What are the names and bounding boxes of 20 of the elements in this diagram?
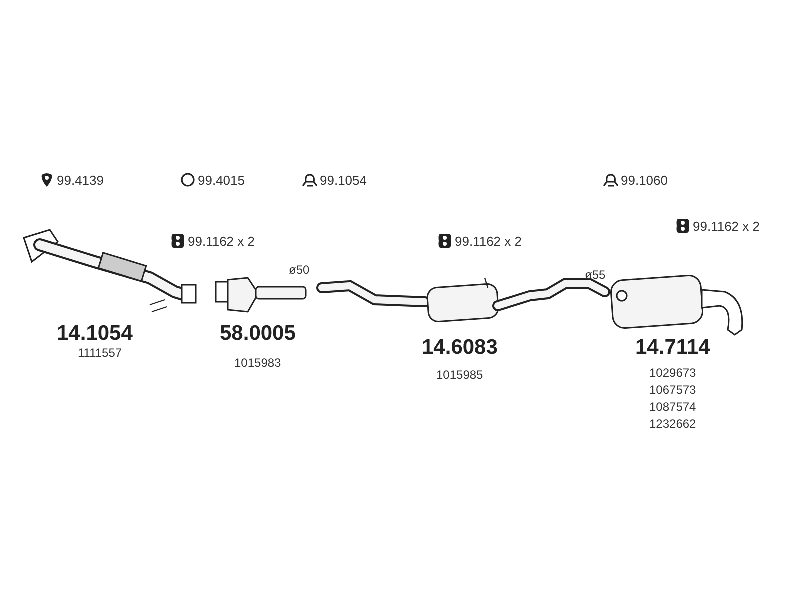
reference-number: 1015983: [234, 357, 282, 369]
diameter-label: ø55: [585, 269, 606, 281]
part-number: 14.7114: [636, 337, 710, 358]
part-number: 99.1162 x 2: [455, 235, 522, 248]
part-number: 58.0005: [220, 323, 296, 344]
reference-number: 1067573: [650, 384, 696, 396]
reference-number: 1111557: [78, 347, 122, 359]
reference-number: 1232662: [650, 418, 696, 430]
reference-number: 1015985: [436, 369, 484, 381]
reference-number: 1029673: [650, 367, 696, 379]
reference-number: 1087574: [650, 401, 696, 413]
part-number: 99.1060: [621, 174, 668, 187]
part-number: 99.1162 x 2: [188, 235, 255, 248]
part-number: 14.1054: [57, 323, 133, 344]
part-number: 99.4139: [57, 174, 104, 187]
part-number: 99.1162 x 2: [693, 220, 760, 233]
part-number: 99.1054: [320, 174, 367, 187]
part-number: 14.6083: [422, 337, 498, 358]
diameter-label: ø50: [289, 264, 310, 276]
part-number: 99.4015: [198, 174, 245, 187]
